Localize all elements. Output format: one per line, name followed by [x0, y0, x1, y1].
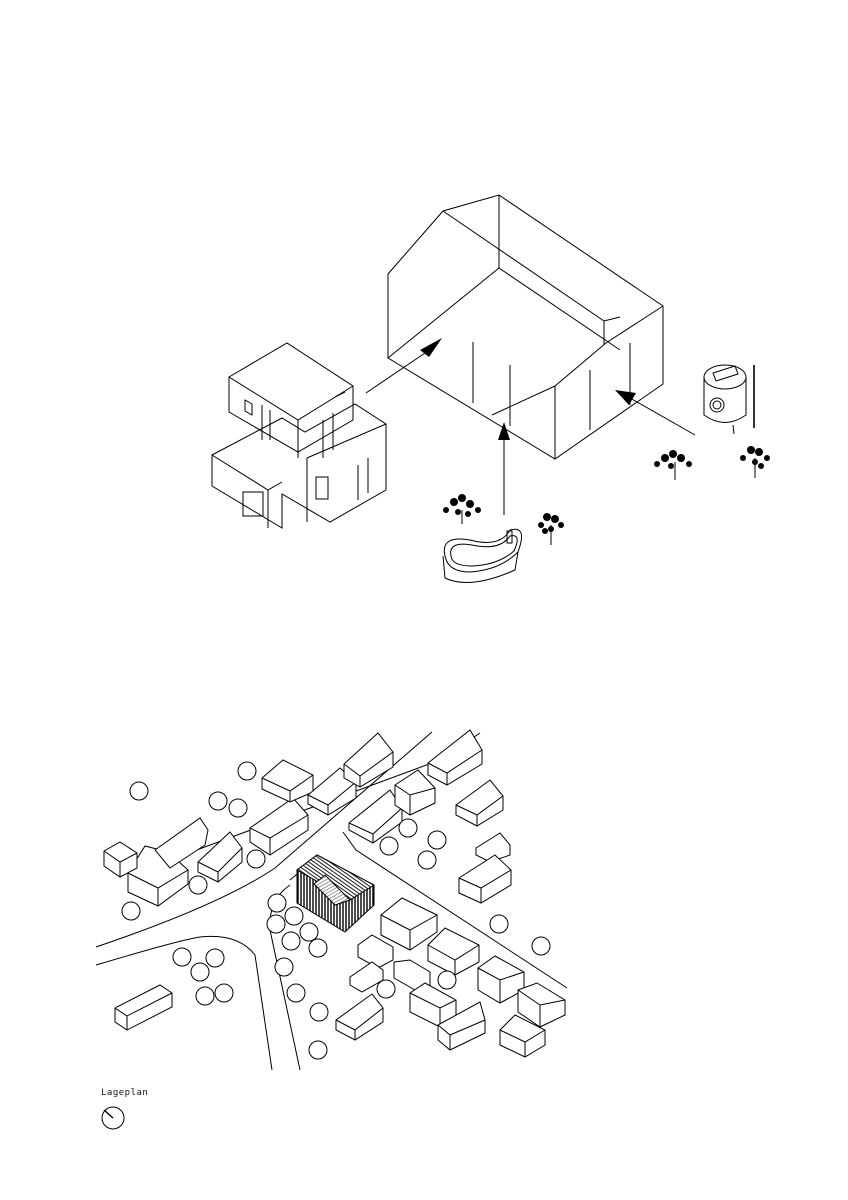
neighbour-houses [103, 729, 566, 1058]
pool [442, 528, 523, 583]
water-tank [703, 364, 755, 435]
modular-house [211, 342, 387, 529]
site-trees [121, 761, 551, 1060]
highlighted-building [296, 854, 376, 933]
tree-cluster [443, 446, 770, 545]
site-plan-label: Lageplan [101, 1088, 149, 1098]
site-plan [95, 729, 568, 1130]
gable-house-outline [387, 194, 664, 460]
north-arrow-icon [101, 1106, 125, 1130]
